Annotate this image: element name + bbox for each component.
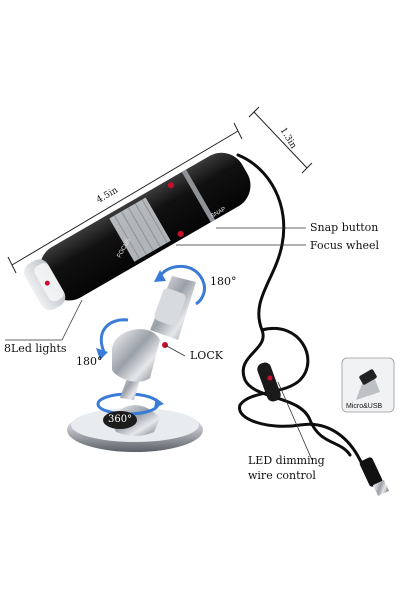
led-dimming-label-line2: wire control: [248, 469, 316, 482]
base-rotation-label: 360°: [108, 414, 133, 425]
top-rotation-arrow: [158, 264, 206, 306]
left-rotation-label: 180°: [76, 355, 103, 368]
length-dimension-line: [7, 122, 243, 274]
micro-usb-label: Micro&USB: [346, 403, 383, 410]
usb-plug: [359, 457, 389, 496]
focus-wheel-label: Focus wheel: [310, 239, 380, 252]
lock-label: LOCK: [190, 349, 223, 362]
snap-button-label: Snap button: [310, 221, 379, 234]
usb-cable: [236, 153, 380, 488]
callout-leaders: [5, 227, 313, 461]
left-arrowhead: [96, 348, 108, 360]
base-rotation-badge: [103, 411, 137, 429]
stand-base: [67, 405, 203, 452]
diameter-dimension-line: [248, 106, 313, 174]
left-rotation-arrow: [99, 318, 129, 353]
led-dimming-label-line1: LED dimming: [248, 454, 325, 467]
micro-usb-inset: [341, 357, 395, 413]
stand-arm: [112, 276, 196, 400]
top-arrowhead: [154, 270, 166, 282]
base-arrowhead: [154, 398, 164, 408]
microscope-body: [24, 152, 251, 310]
top-rotation-label: 180°: [210, 275, 237, 288]
led-lights-label: 8Led lights: [4, 342, 67, 355]
led-dimmer-control: [257, 362, 281, 402]
